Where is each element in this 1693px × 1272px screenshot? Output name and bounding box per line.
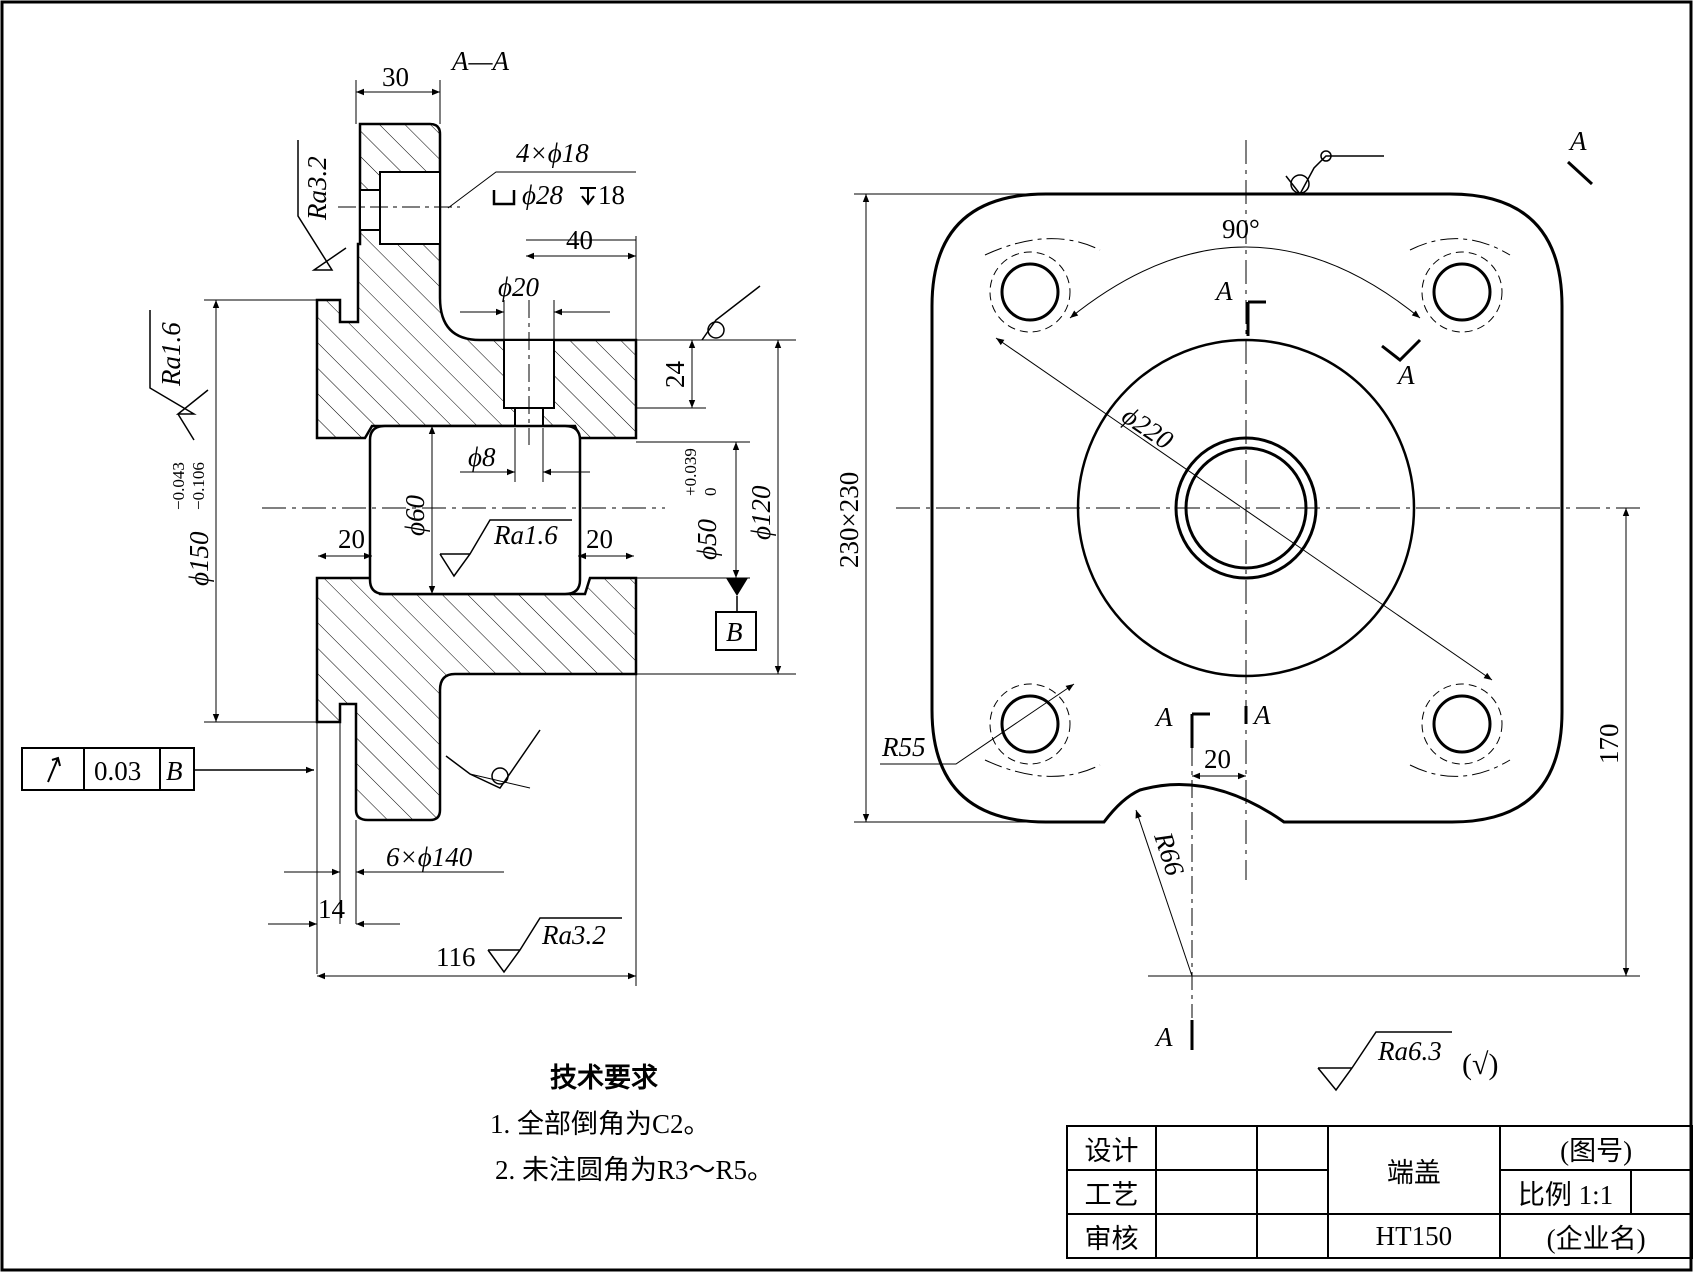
counterbore-cut [379,171,441,245]
front-view: 90° ϕ220 A A A A A A 20 R55 R66 [834,126,1640,1092]
dim-counterbore-depth: 18 [598,180,625,210]
dim-bore-tol: ϕ50 [692,519,722,560]
svg-text:A: A [1396,360,1415,390]
scale-value: 1:1 [1578,1179,1614,1210]
tolerance-datum: B [166,756,183,786]
dim-bore-tol-lower: 0 [701,488,720,497]
dim-groove-width: 14 [318,894,346,924]
dim-bore-tol-upper: +0.039 [681,448,700,496]
dim-holes-count: 4×ϕ18 [516,138,589,168]
technical-requirements: 技术要求 1. 全部倒角为C2。 2. 未注圆角为R3～R5。 [480,1055,774,1193]
cell-blank-7 [1255,1213,1329,1259]
dim-spigot-tol-lower: −0.106 [189,462,208,510]
square-outline [930,192,1564,824]
dim-chamfer-left: 20 [338,524,365,554]
svg-text:A: A [1154,702,1173,732]
dim-angle: 90° [1222,214,1260,244]
dim-corner-radius: R55 [881,732,926,762]
cell-company: (企业名) [1499,1213,1693,1259]
dim-chamfer-right: 20 [586,524,613,554]
ra-spigot: Ra1.6 [156,322,186,387]
cell-part-name: 端盖 [1326,1125,1502,1215]
cell-blank-6 [1155,1213,1258,1259]
cell-design: 设计 [1065,1125,1158,1171]
dim-spigot-dia: ϕ150 [184,531,214,586]
bolt-hole-tr [1421,251,1503,333]
dim-boss-dia: ϕ120 [746,485,776,540]
scale-label: 比例 [1517,1179,1572,1210]
dim-flange-width: 30 [382,62,409,92]
cell-blank-3 [1155,1169,1258,1215]
section-label: A—A [450,46,510,76]
cell-review: 审核 [1065,1213,1158,1259]
section-view: A—A 30 4×ϕ18 ϕ28 18 Ra3.2 40 ϕ20 [21,46,796,986]
bolt-hole-bl [989,683,1071,765]
tolerance-frame: 0.03 B [21,747,314,791]
dim-boss-offset: 40 [566,225,593,255]
inner-bore [368,424,582,596]
ra-other-symbol: (√) [1462,1048,1498,1081]
dim-pcd: ϕ220 [1117,400,1179,456]
depth-symbol [580,187,596,206]
title-block: 设计 端盖 (图号) 工艺 比例 1:1 审核 HT150 (企业名) [1065,1125,1693,1259]
notes-line-1: 1. 全部倒角为C2。 [490,1109,711,1139]
section-bottom-body [315,576,638,822]
dim-counterbore: ϕ28 [522,180,563,210]
dim-bore-dia: ϕ60 [400,495,430,536]
runout-icon [47,756,61,783]
cell-blank-2 [1255,1125,1329,1171]
cell-drawing-no: (图号) [1499,1125,1693,1171]
dim-small-hole: ϕ8 [468,442,496,472]
dim-total-length: 116 [436,942,476,972]
dim-groove-dia: 6×ϕ140 [386,842,473,872]
section-top-body [315,122,638,440]
dim-hole-dia: ϕ20 [498,272,539,302]
dim-height-170: 170 [1594,724,1624,765]
dim-square-size: 230×230 [834,472,864,568]
bolt-hole-br [1421,683,1503,765]
svg-text:A: A [1214,276,1233,306]
dim-spigot-tol-upper: −0.043 [169,462,188,510]
dim-hole-depth: 24 [660,361,690,389]
bolt-hole-tl [989,251,1071,333]
svg-text:A: A [1252,700,1271,730]
ra-general: Ra6.3 [1377,1036,1442,1066]
cell-material: HT150 [1326,1213,1502,1259]
datum-triangle [726,578,748,596]
dim-slot-radius: R66 [1148,828,1190,880]
cell-scale: 比例 1:1 [1499,1169,1632,1215]
datum-label: B [726,617,743,647]
svg-text:A: A [1154,1022,1173,1052]
bolt-hole-cut [359,189,381,231]
notes-title: 技术要求 [550,1063,658,1093]
ra-flange: Ra3.2 [302,156,332,221]
tolerance-value: 0.03 [94,756,141,786]
notes-line-2: 2. 未注圆角为R3～R5。 [495,1155,775,1185]
ra-length: Ra3.2 [541,920,606,950]
ra-bore: Ra1.6 [493,520,558,550]
cell-blank-1 [1155,1125,1258,1171]
counterbore-symbol [492,190,516,206]
cell-process: 工艺 [1065,1169,1158,1215]
view-arrow-label: A [1568,126,1587,156]
cell-blank-5 [1629,1169,1693,1215]
dim-slot-width: 20 [1204,744,1231,774]
cell-blank-4 [1255,1169,1329,1215]
